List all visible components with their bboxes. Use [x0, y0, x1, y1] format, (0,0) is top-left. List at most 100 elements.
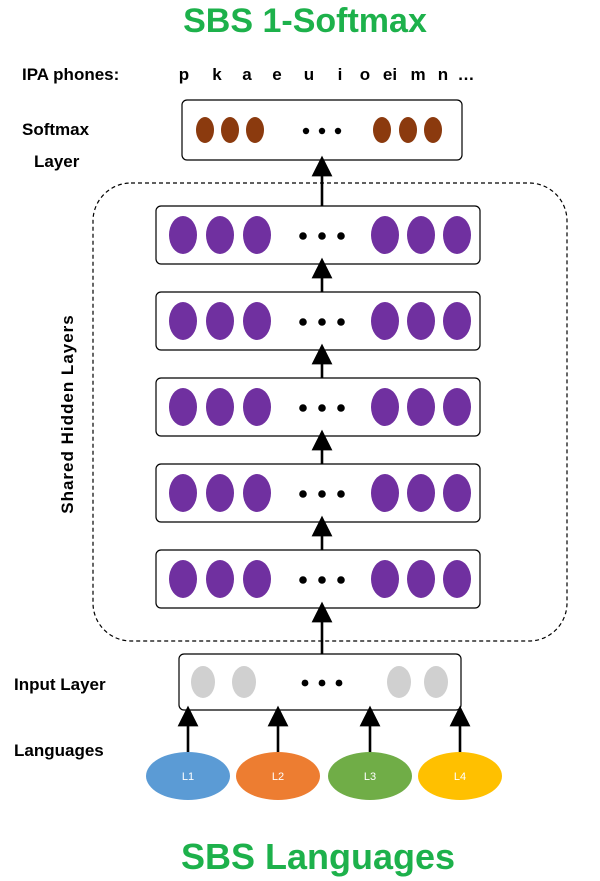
language-label: L3 — [364, 771, 376, 783]
neuron-node — [443, 216, 471, 254]
hidden-layer-1 — [155, 205, 481, 265]
neuron-node — [243, 474, 271, 512]
language-node-l1 — [146, 752, 230, 800]
ellipsis-dot — [299, 232, 307, 240]
neuron-node — [169, 474, 197, 512]
ipa-phone: i — [338, 65, 343, 84]
neuron-node — [169, 302, 197, 340]
arrows-group — [177, 155, 471, 754]
layers-group — [155, 99, 481, 711]
neuron-node — [443, 560, 471, 598]
neuron-node — [221, 117, 239, 143]
ellipsis-dot — [299, 490, 307, 498]
ipa-phone: … — [458, 65, 475, 84]
hidden-layer-5 — [155, 549, 481, 609]
neuron-node — [169, 216, 197, 254]
ellipsis-dot — [337, 404, 345, 412]
neuron-node — [232, 666, 256, 698]
ellipsis-dot — [337, 490, 345, 498]
language-label: L4 — [454, 771, 466, 783]
neuron-node — [169, 388, 197, 426]
neuron-node — [407, 388, 435, 426]
language-label: L2 — [272, 771, 284, 783]
ellipsis-dot — [318, 679, 326, 687]
input-layer — [178, 653, 462, 711]
neuron-node — [371, 474, 399, 512]
softmax-label-line2: Layer — [34, 152, 80, 171]
neuron-node — [371, 560, 399, 598]
neuron-node — [443, 474, 471, 512]
input-layer-label: Input Layer — [14, 675, 106, 694]
ellipsis-dot — [299, 404, 307, 412]
ipa-phone: p — [179, 65, 189, 84]
neuron-node — [243, 216, 271, 254]
neuron-node — [196, 117, 214, 143]
neuron-node — [407, 302, 435, 340]
neuron-node — [407, 560, 435, 598]
language-node-l4 — [418, 752, 502, 800]
neuron-node — [206, 388, 234, 426]
neuron-node — [371, 216, 399, 254]
ellipsis-dot — [337, 318, 345, 326]
neuron-node — [243, 560, 271, 598]
neuron-node — [443, 388, 471, 426]
title-top: SBS 1-Softmax — [183, 2, 427, 40]
title-bottom: SBS Languages — [181, 836, 455, 877]
neuron-node — [243, 302, 271, 340]
neuron-node — [399, 117, 417, 143]
neuron-node — [407, 474, 435, 512]
ipa-phone: a — [242, 65, 252, 84]
ellipsis-dot — [318, 232, 326, 240]
neuron-node — [373, 117, 391, 143]
language-label: L1 — [182, 771, 194, 783]
shared-hidden-container — [92, 182, 568, 642]
languages-group: L1 L2 L3 L4 — [146, 752, 502, 800]
neuron-node — [424, 666, 448, 698]
language-node-l3 — [328, 752, 412, 800]
ipa-phone: ei — [383, 65, 397, 84]
softmax-label-line1: Softmax — [22, 120, 90, 139]
neuron-node — [206, 216, 234, 254]
ipa-phone: e — [272, 65, 281, 84]
ellipsis-dot — [301, 679, 309, 687]
ellipsis-dot — [335, 679, 343, 687]
ipa-phone: o — [360, 65, 370, 84]
neuron-node — [387, 666, 411, 698]
neuron-node — [443, 302, 471, 340]
ellipsis-dot — [318, 490, 326, 498]
neuron-node — [424, 117, 442, 143]
ellipsis-dot — [337, 576, 345, 584]
ipa-phone: n — [438, 65, 448, 84]
ellipsis-dot — [299, 576, 307, 584]
ellipsis-dot — [318, 318, 326, 326]
ipa-phones-label: IPA phones: — [22, 65, 119, 84]
neuron-node — [206, 474, 234, 512]
ellipsis-dot — [318, 127, 326, 135]
hidden-layer-2 — [155, 291, 481, 351]
hidden-layer-3 — [155, 377, 481, 437]
ellipsis-dot — [302, 127, 310, 135]
neuron-node — [407, 216, 435, 254]
ipa-phone: m — [410, 65, 425, 84]
languages-label: Languages — [14, 741, 104, 760]
ipa-phone: u — [304, 65, 314, 84]
neuron-node — [206, 302, 234, 340]
neuron-node — [206, 560, 234, 598]
shared-hidden-layers-label: Shared Hidden Layers — [58, 314, 77, 514]
ellipsis-dot — [318, 576, 326, 584]
neuron-node — [169, 560, 197, 598]
hidden-layer-4 — [155, 463, 481, 523]
neuron-node — [371, 302, 399, 340]
neuron-node — [243, 388, 271, 426]
language-node-l2 — [236, 752, 320, 800]
neuron-node — [191, 666, 215, 698]
softmax-layer — [181, 99, 463, 161]
neuron-node — [371, 388, 399, 426]
ellipsis-dot — [334, 127, 342, 135]
ellipsis-dot — [337, 232, 345, 240]
ellipsis-dot — [299, 318, 307, 326]
ellipsis-dot — [318, 404, 326, 412]
ipa-phone: k — [212, 65, 222, 84]
